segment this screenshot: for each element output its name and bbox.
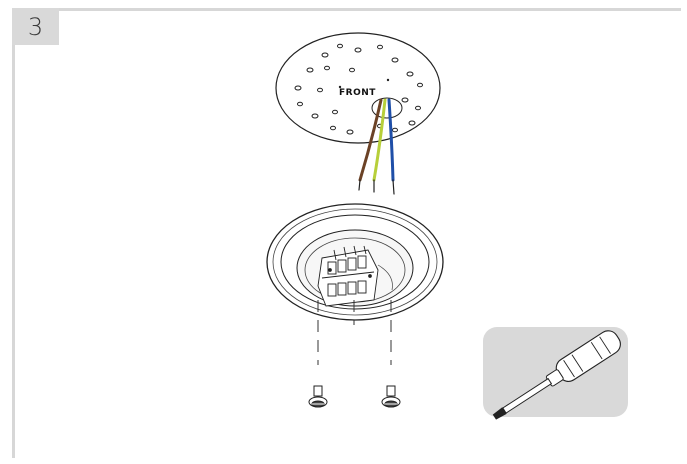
step-number: 3 [27, 12, 44, 41]
screwdriver-icon [483, 327, 628, 420]
electrical-wires [358, 98, 395, 195]
step-frame [12, 8, 681, 458]
terminal-block [317, 245, 393, 307]
screw-right [381, 385, 401, 408]
screw-left [308, 385, 328, 408]
screw-guide-lines [317, 300, 392, 365]
front-label: FRONT [339, 88, 376, 98]
step-number-box: 3 [12, 8, 59, 45]
mounting-plate: FRONT [275, 32, 441, 144]
